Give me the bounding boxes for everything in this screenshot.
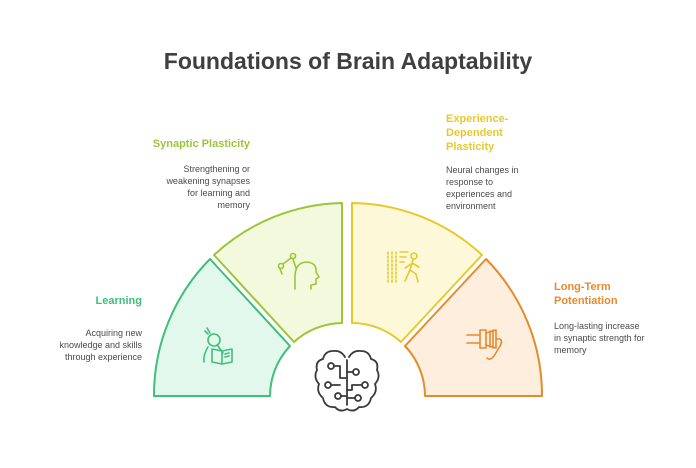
ltp-heading-line-2: Potentiation: [554, 295, 618, 307]
head-with-connections-icon: [277, 252, 320, 290]
page-title: Foundations of Brain Adaptability: [163, 48, 533, 74]
experience-desc-line-2: response to: [446, 177, 494, 187]
learning-segment: [152, 258, 291, 397]
learning-description: Acquiring new knowledge and skills throu…: [59, 327, 142, 363]
ltp-description: Long-lasting increase in synaptic streng…: [554, 320, 645, 356]
experience-heading-line-1: Experience-: [446, 113, 509, 125]
synaptic-plasticity-description: Strengthening or weakening synapses for …: [153, 163, 250, 211]
experience-desc-line-3: experiences and: [446, 189, 513, 199]
connector-plug-icon: [466, 329, 503, 360]
ltp-segment: [404, 258, 544, 397]
experience-desc-line-4: environment: [446, 201, 496, 211]
ltp-desc-line-1: Long-lasting increase: [554, 321, 640, 331]
synaptic-plasticity-text-block: Synaptic Plasticity Strengthening or wea…: [153, 137, 250, 211]
experience-heading-line-2: Dependent: [446, 127, 503, 139]
experience-desc-line-1: Neural changes in: [446, 165, 519, 175]
learning-text-block: Learning Acquiring new knowledge and ski…: [59, 294, 142, 363]
ltp-text-block: Long-Term Potentiation Long-lasting incr…: [554, 280, 645, 356]
ltp-desc-line-2: in synaptic strength for: [554, 333, 645, 343]
synaptic-desc-line-3: for learning and: [187, 188, 250, 198]
experience-heading-line-3: Plasticity: [446, 141, 495, 153]
walking-person-icon: [387, 251, 420, 284]
synaptic-plasticity-segment: [213, 202, 343, 343]
experience-plasticity-text-block: Experience- Dependent Plasticity Neural …: [446, 112, 519, 212]
ltp-desc-line-3: memory: [554, 345, 587, 355]
brain-circuit-icon: [314, 349, 380, 412]
learning-heading: Learning: [95, 295, 142, 307]
ltp-heading: Long-Term Potentiation: [554, 280, 645, 308]
experience-plasticity-segment: [351, 202, 483, 343]
learning-desc-line-1: Acquiring new: [85, 328, 142, 338]
learning-desc-line-2: knowledge and skills: [59, 340, 142, 350]
synaptic-plasticity-heading: Synaptic Plasticity: [152, 138, 250, 150]
reading-person-icon: [203, 327, 233, 365]
synaptic-desc-line-1: Strengthening or: [183, 164, 250, 174]
ltp-heading-line-1: Long-Term: [554, 281, 611, 293]
learning-desc-line-3: through experience: [64, 352, 142, 362]
experience-plasticity-description: Neural changes in response to experience…: [446, 164, 519, 212]
experience-plasticity-heading: Experience- Dependent Plasticity: [446, 112, 519, 154]
synaptic-desc-line-2: weakening synapses: [166, 176, 250, 186]
synaptic-desc-line-4: memory: [217, 200, 250, 210]
